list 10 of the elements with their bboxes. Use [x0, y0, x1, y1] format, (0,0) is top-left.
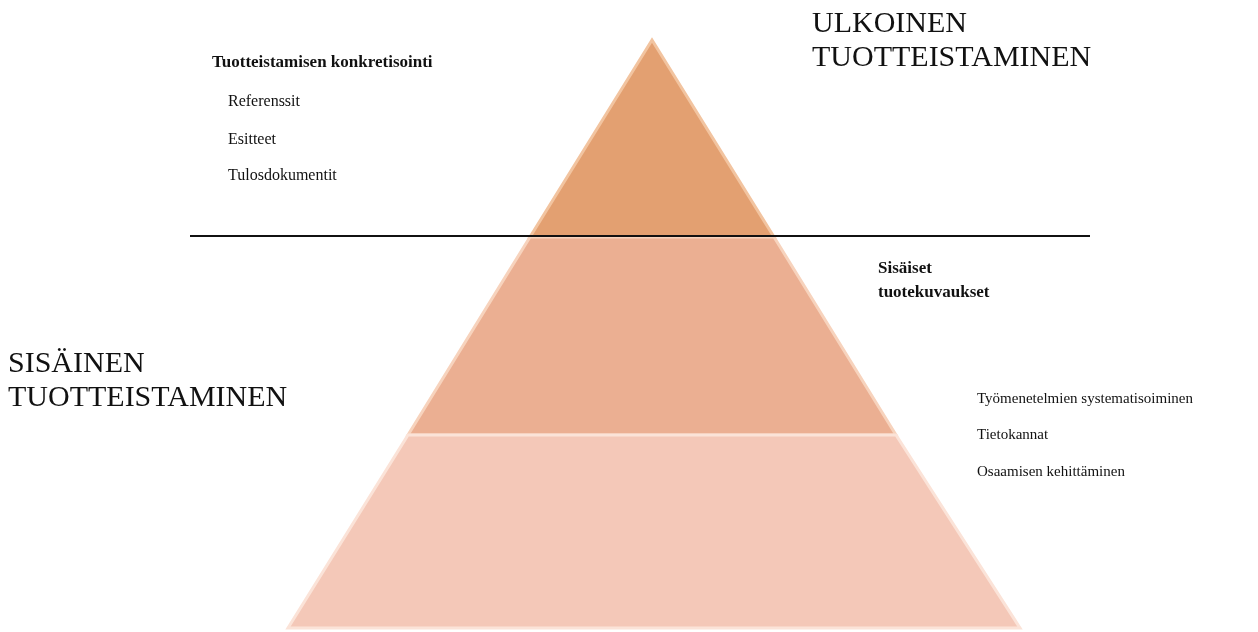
level-heading: SISÄINEN TUOTTEISTAMINEN	[8, 345, 289, 413]
section-heading: Tuotteistamisen konkretisointi	[212, 51, 434, 73]
level-heading: ULKOINEN TUOTTEISTAMINEN	[812, 5, 1093, 73]
list-item: Esitteet	[228, 129, 277, 149]
list-item: Referenssit	[228, 91, 301, 111]
section-heading: Sisäiset tuotekuvaukset	[878, 257, 991, 303]
list-item: Tulosdokumentit	[228, 165, 338, 185]
list-item: Tietokannat	[977, 425, 1050, 444]
list-item: Osaamisen kehittäminen	[977, 462, 1126, 481]
list-item: Työmenetelmien systematisoiminen	[977, 389, 1194, 408]
